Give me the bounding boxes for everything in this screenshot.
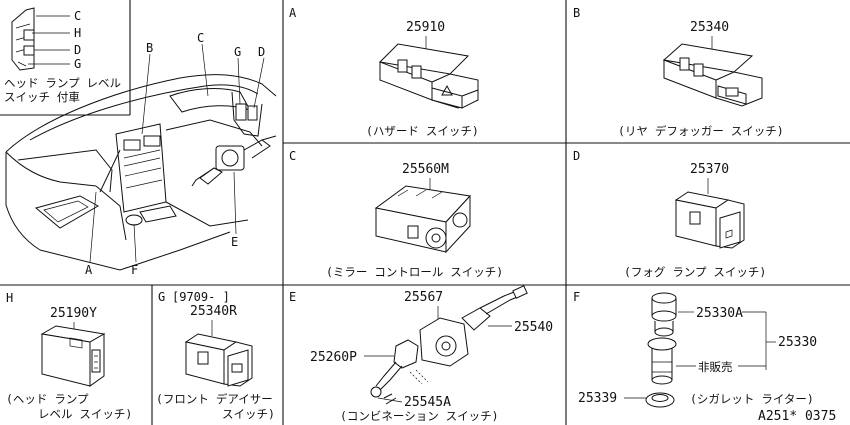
panel-b-part-number: 25340 (690, 20, 729, 35)
fog-lamp-switch-illustration (674, 191, 745, 249)
panel-c: C 25560M (ミラー コントロール スイッチ) (289, 149, 503, 279)
panel-g-caption-line2: スイッチ) (222, 407, 275, 421)
combination-switch-illustration (370, 285, 528, 405)
panel-e-part-25545a: 25545A (404, 395, 451, 410)
overview-label-f: F (131, 263, 138, 277)
panel-d-letter: D (573, 149, 580, 163)
panel-g: G [9709- ] 25340R (フロント デアイサー スイッチ) (156, 290, 275, 421)
panel-g-caption-line1: (フロント デアイサー (156, 392, 273, 406)
front-deicer-switch-illustration (184, 333, 253, 387)
rear-defogger-switch-illustration (662, 43, 763, 107)
panel-e-caption: (コンビネーション スイッチ) (340, 409, 499, 423)
overview-label-d: D (258, 45, 265, 59)
panel-f: F 25330A 非販売 25330 25339 (シガレット ライター) (573, 290, 817, 408)
panel-a-caption: (ハザード スイッチ) (366, 124, 479, 138)
panel-h-letter: H (6, 291, 13, 305)
panel-c-letter: C (289, 149, 296, 163)
panel-h-part-number: 25190Y (50, 306, 97, 321)
panel-f-part-25330a: 25330A (696, 306, 743, 321)
panel-b-letter: B (573, 6, 580, 20)
panel-h-caption-line2: レベル スイッチ) (38, 407, 132, 421)
panel-g-letter: G (158, 290, 165, 304)
panel-g-part-number: 25340R (190, 304, 237, 319)
inset-callout-h: H (74, 26, 81, 40)
inset-switch-sketch (11, 7, 35, 71)
panel-e-part-25540: 25540 (514, 320, 553, 335)
panel-d-caption: (フォグ ランプ スイッチ) (624, 265, 766, 279)
drawing-reference-code: A251* 0375 (758, 409, 836, 424)
headlamp-level-switch-illustration (40, 325, 106, 387)
inset-callout-g: G (74, 57, 81, 71)
panel-e-letter: E (289, 290, 296, 304)
panel-f-not-sold-label: 非販売 (698, 360, 733, 374)
panel-b-caption: (リヤ デフォッガー スイッチ) (618, 124, 784, 138)
panel-a-letter: A (289, 6, 297, 20)
panel-e: E 25567 25540 25260P 25545A (コンビネーション スイ… (289, 285, 553, 423)
inset-note-line1: ヘッド ランプ レベル (4, 76, 121, 90)
panel-f-part-25330: 25330 (778, 335, 817, 350)
panel-f-part-25339: 25339 (578, 391, 617, 406)
dashboard-callouts: B C G D E A F (85, 31, 265, 277)
cigarette-lighter-illustration (645, 292, 677, 408)
panel-g-date-range: [9709- ] (172, 290, 230, 304)
panel-d: D 25370 (フォグ ランプ スイッチ) (573, 149, 766, 279)
overview-label-a: A (85, 263, 93, 277)
panel-h: H 25190Y (ヘッド ランプ レベル スイッチ) (6, 291, 132, 421)
panel-e-part-25567: 25567 (404, 290, 443, 305)
mirror-control-switch-illustration (374, 185, 472, 254)
panel-f-caption: (シガレット ライター) (690, 392, 814, 406)
panel-h-caption-line1: (ヘッド ランプ (6, 392, 89, 406)
panel-a: A 25910 (ハザード スイッチ) (289, 6, 479, 138)
inset-callout-c: C (74, 9, 81, 23)
panel-c-caption: (ミラー コントロール スイッチ) (326, 265, 503, 279)
panel-d-part-number: 25370 (690, 162, 729, 177)
inset-callouts: C H D G (28, 9, 81, 71)
panel-f-letter: F (573, 290, 580, 304)
inset-note-line2: スイッチ 付車 (4, 90, 80, 104)
overview-label-g: G (234, 45, 241, 59)
panel-c-part-number: 25560M (402, 162, 449, 177)
overview-panel: C H D G ヘッド ランプ レベル スイッチ 付車 (4, 7, 277, 277)
panel-a-part-number: 25910 (406, 20, 445, 35)
overview-label-e: E (231, 235, 238, 249)
hazard-switch-illustration (378, 43, 479, 109)
overview-label-c: C (197, 31, 204, 45)
overview-label-b: B (146, 41, 153, 55)
panel-e-part-25260p: 25260P (310, 350, 357, 365)
panel-b: B 25340 (リヤ デフォッガー スイッチ) (573, 6, 784, 138)
inset-callout-d: D (74, 43, 81, 57)
